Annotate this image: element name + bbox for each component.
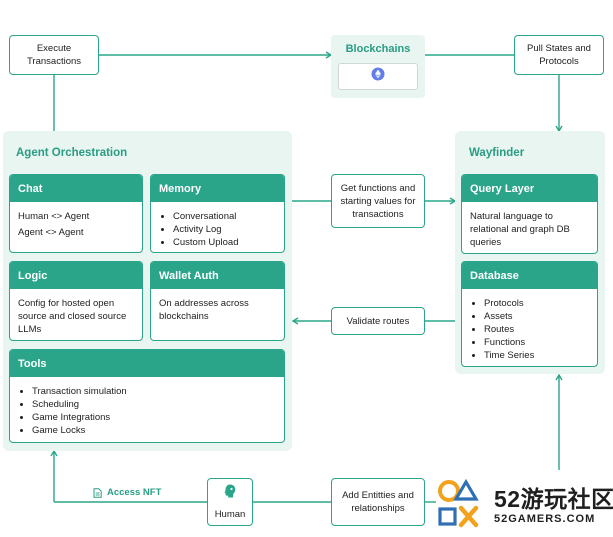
database-item: Protocols bbox=[484, 297, 589, 310]
database-title: Database bbox=[462, 262, 597, 289]
tools-item: Scheduling bbox=[32, 398, 276, 411]
human-box: Human bbox=[207, 478, 253, 526]
access-nft-label: Access NFT bbox=[107, 487, 162, 498]
database-item: Time Series bbox=[484, 349, 589, 362]
watermark-text-top: 52游玩社区 bbox=[494, 486, 613, 512]
watermark-text-bottom: 52GAMERS.COM bbox=[494, 513, 596, 525]
memory-item: Conversational bbox=[173, 210, 276, 223]
add-entities-box: Add Entitties and relationships bbox=[331, 478, 425, 526]
logic-text: Config for hosted open source and closed… bbox=[18, 298, 127, 335]
wallet-auth-card: Wallet Auth On addresses across blockcha… bbox=[150, 261, 285, 341]
blockchains-icon-box bbox=[338, 63, 418, 90]
database-item: Routes bbox=[484, 323, 589, 336]
document-icon bbox=[93, 487, 102, 498]
query-layer-text: Natural language to relational and graph… bbox=[470, 211, 570, 248]
watermark-logo: 52游玩社区 52GAMERS.COM bbox=[436, 476, 613, 532]
add-entities-label: Add Entitties and relationships bbox=[342, 490, 414, 514]
logic-card: Logic Config for hosted open source and … bbox=[9, 261, 143, 341]
tools-title: Tools bbox=[10, 350, 284, 377]
get-functions-label: Get functions and starting values for tr… bbox=[340, 182, 416, 220]
memory-card: Memory Conversational Activity Log Custo… bbox=[150, 174, 285, 253]
execute-transactions-box: Execute Transactions bbox=[9, 35, 99, 75]
ethereum-icon bbox=[371, 67, 385, 86]
human-label: Human bbox=[214, 509, 246, 520]
query-layer-title: Query Layer bbox=[462, 175, 597, 202]
wayfinder-panel: Wayfinder Query Layer Natural language t… bbox=[455, 131, 605, 374]
tools-card: Tools Transaction simulation Scheduling … bbox=[9, 349, 285, 443]
watermark-symbols bbox=[438, 478, 479, 528]
tools-item: Game Integrations bbox=[32, 411, 276, 424]
wallet-auth-title: Wallet Auth bbox=[151, 262, 284, 289]
blockchains-panel: Blockchains bbox=[331, 35, 425, 98]
agent-orchestration-title: Agent Orchestration bbox=[16, 147, 128, 159]
chat-line: Agent <> Agent bbox=[18, 227, 84, 238]
tools-item: Game Locks bbox=[32, 424, 276, 437]
wayfinder-title: Wayfinder bbox=[469, 147, 525, 159]
memory-item: Custom Upload bbox=[173, 236, 276, 249]
pull-states-box: Pull States and Protocols bbox=[514, 35, 604, 75]
get-functions-box: Get functions and starting values for tr… bbox=[331, 174, 425, 228]
logic-title: Logic bbox=[10, 262, 142, 289]
validate-routes-label: Validate routes bbox=[346, 315, 410, 327]
tools-item: Transaction simulation bbox=[32, 385, 276, 398]
human-head-icon bbox=[222, 483, 238, 503]
validate-routes-box: Validate routes bbox=[331, 307, 425, 335]
query-layer-card: Query Layer Natural language to relation… bbox=[461, 174, 598, 254]
agent-orchestration-panel: Agent Orchestration Chat Human <> Agent … bbox=[3, 131, 292, 451]
chat-title: Chat bbox=[10, 175, 142, 202]
database-item: Assets bbox=[484, 310, 589, 323]
chat-line: Human <> Agent bbox=[18, 211, 90, 222]
pull-states-label: Pull States and Protocols bbox=[527, 43, 591, 67]
blockchains-title: Blockchains bbox=[345, 43, 411, 55]
memory-item: Activity Log bbox=[173, 223, 276, 236]
execute-transactions-label: Execute Transactions bbox=[26, 43, 82, 67]
memory-title: Memory bbox=[151, 175, 284, 202]
access-nft-label-group: Access NFT bbox=[93, 487, 161, 498]
database-item: Functions bbox=[484, 336, 589, 349]
database-card: Database Protocols Assets Routes Functio… bbox=[461, 261, 598, 367]
chat-card: Chat Human <> Agent Agent <> Agent bbox=[9, 174, 143, 253]
wallet-auth-text: On addresses across blockchains bbox=[159, 298, 249, 322]
